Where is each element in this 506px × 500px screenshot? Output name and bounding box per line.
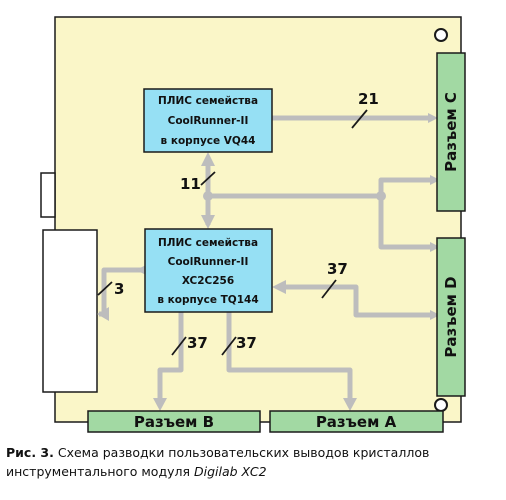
bus-label-21: 21 <box>358 90 379 108</box>
chip-bottom-line2: CoolRunner-II <box>168 256 249 268</box>
chip-bottom-line4: в корпусе TQ144 <box>157 294 258 306</box>
bus-lines <box>99 113 440 404</box>
mounting-hole-bottom <box>434 398 448 412</box>
board <box>54 16 462 423</box>
mounting-hole-top <box>434 28 448 42</box>
connector-a-label: Разъем A <box>316 413 397 431</box>
chip-bottom-line1: ПЛИС семейства <box>158 237 258 249</box>
bus-label-3: 3 <box>114 280 124 298</box>
connector-d <box>436 237 466 397</box>
junction-dot <box>203 191 213 201</box>
bus-slash-marks <box>97 109 368 356</box>
left-connector-small <box>40 172 56 218</box>
figure-caption: Рис. 3. Схема разводки пользовательских … <box>6 443 500 481</box>
junction-dot <box>376 191 386 201</box>
bus-label-11: 11 <box>180 175 201 193</box>
chip-top-line1: ПЛИС семейства <box>158 95 258 107</box>
connector-c-label: Разъем C <box>442 92 460 172</box>
chip-bottom <box>144 228 273 313</box>
chip-top-line3: в корпусе VQ44 <box>161 135 256 147</box>
chip-top <box>143 88 273 153</box>
connector-a <box>269 410 444 433</box>
connector-b-label: Разъем B <box>134 413 214 431</box>
connector-b <box>87 410 261 433</box>
connector-c <box>436 52 466 212</box>
left-connector-large <box>42 229 98 393</box>
bus-label-37-right: 37 <box>327 260 348 278</box>
bus-label-37-down-left: 37 <box>187 334 208 352</box>
connector-d-label: Разъем D <box>442 276 460 357</box>
chip-bottom-line3: XC2C256 <box>182 275 234 287</box>
chip-top-line2: CoolRunner-II <box>168 115 249 127</box>
caption-text: Схема разводки пользовательских выводов … <box>6 445 430 479</box>
bus-label-37-down-right: 37 <box>236 334 257 352</box>
caption-label: Рис. 3. <box>6 445 54 460</box>
caption-italic-text: Digilab XC2 <box>193 464 267 479</box>
